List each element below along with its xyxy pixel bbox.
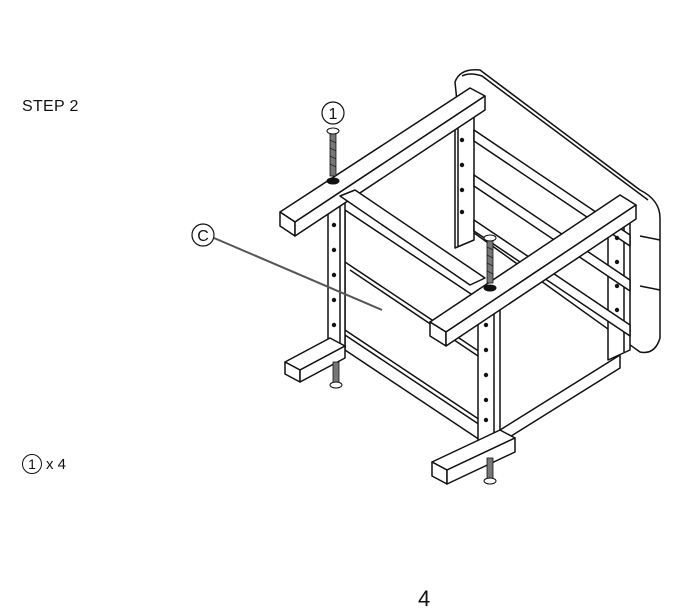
- parts-legend: 1 x 4: [22, 454, 66, 474]
- top-cross-rail: [339, 189, 486, 286]
- screw-bottom-right: [483, 457, 497, 485]
- screw-quantity: x 4: [46, 455, 67, 473]
- screw-bottom-left: [329, 361, 343, 389]
- step-title: STEP 2: [22, 98, 79, 115]
- callout-panel-c: C: [191, 223, 383, 311]
- screw-part-number: 1: [22, 454, 42, 474]
- bottom-rail: [344, 334, 621, 444]
- callout-screw-1: 1: [321, 101, 345, 125]
- screw-top-left: [326, 127, 340, 185]
- page-number: 4: [418, 586, 431, 611]
- callout-panel-label: C: [197, 228, 209, 245]
- front-left-leg: [327, 197, 346, 356]
- leg-holes: [331, 137, 620, 423]
- top-rail-right: [429, 194, 637, 347]
- screw-top-right: [483, 234, 497, 292]
- foot-block-right: [431, 429, 516, 485]
- callout-screw-label: 1: [329, 106, 338, 123]
- top-rail-left: [279, 87, 486, 237]
- foot-block-left: [284, 337, 346, 383]
